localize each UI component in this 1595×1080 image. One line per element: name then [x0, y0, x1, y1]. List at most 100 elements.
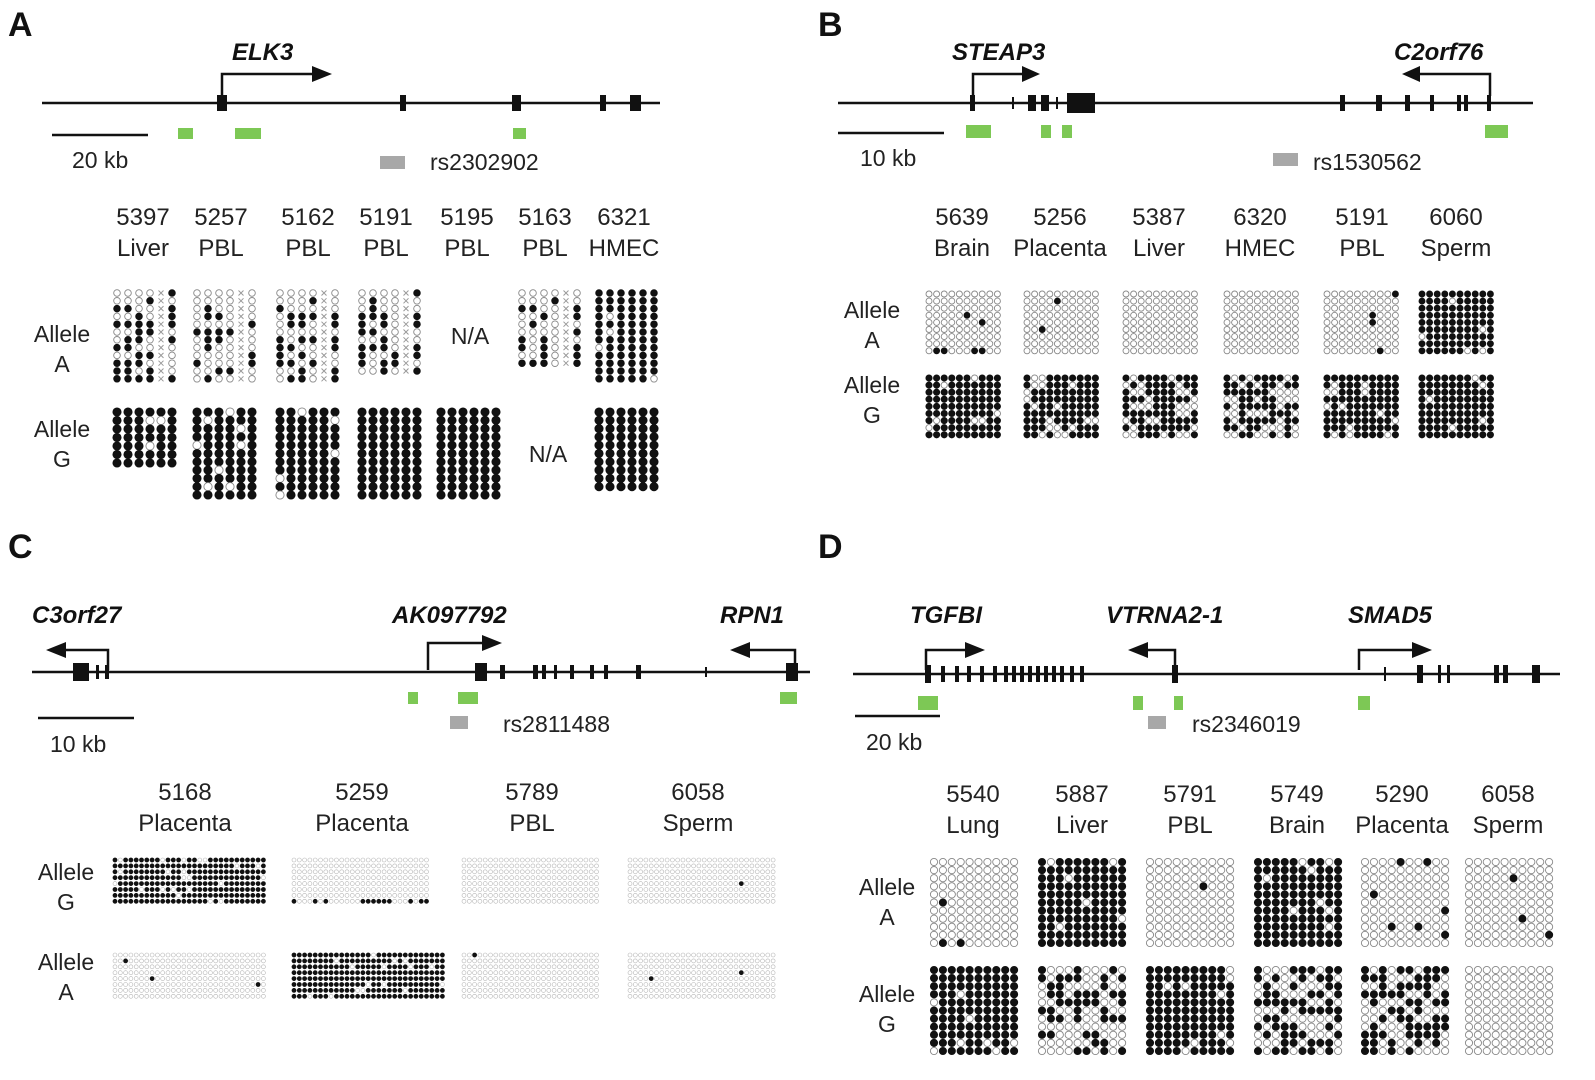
unmethylated-cpg — [213, 964, 218, 970]
unmethylated-cpg — [358, 304, 366, 313]
methylated-cpg — [1055, 906, 1064, 915]
unmethylated-cpg — [466, 893, 472, 898]
unmethylated-cpg — [381, 887, 387, 892]
methylated-cpg — [255, 898, 261, 904]
methylated-cpg — [418, 976, 424, 981]
missing-site — [403, 336, 409, 343]
methylated-cpg — [156, 424, 166, 434]
unmethylated-cpg — [1405, 974, 1414, 983]
methylation-grid — [358, 289, 421, 375]
unmethylated-cpg — [551, 312, 559, 321]
unmethylated-cpg — [578, 988, 583, 993]
methylated-cpg — [223, 869, 229, 875]
unmethylated-cpg — [1482, 930, 1491, 939]
unmethylated-cpg — [296, 869, 302, 875]
methylated-cpg — [1183, 417, 1191, 425]
unmethylated-cpg — [701, 952, 707, 958]
methylated-cpg — [436, 465, 446, 475]
methylated-cpg — [1479, 304, 1487, 312]
missing-site — [238, 305, 244, 312]
unmethylated-cpg — [947, 898, 956, 907]
methylated-cpg — [197, 881, 203, 886]
methylated-cpg — [1448, 402, 1456, 410]
methylated-cpg — [1037, 965, 1047, 975]
methylation-grids-c — [112, 857, 776, 999]
methylated-cpg — [1325, 938, 1334, 948]
unmethylated-cpg — [632, 887, 638, 892]
methylated-cpg — [1441, 311, 1449, 319]
methylated-cpg — [213, 863, 219, 869]
unmethylated-cpg — [1199, 914, 1208, 923]
unmethylated-cpg — [770, 982, 776, 987]
unmethylated-cpg — [155, 988, 160, 993]
methylated-cpg — [160, 869, 166, 875]
methylated-cpg — [1289, 857, 1298, 867]
unmethylated-cpg — [1325, 857, 1334, 867]
methylated-cpg — [1226, 1014, 1235, 1023]
unmethylated-cpg — [113, 328, 121, 336]
methylated-cpg — [1253, 1046, 1263, 1056]
methylated-cpg — [397, 993, 403, 999]
unmethylated-cpg — [248, 328, 256, 336]
unmethylated-cpg — [1175, 333, 1183, 341]
methylated-cpg — [260, 881, 266, 886]
unmethylated-cpg — [504, 958, 509, 964]
methylated-cpg — [168, 312, 176, 321]
unmethylated-cpg — [1046, 290, 1054, 298]
unmethylated-cpg — [1084, 311, 1092, 319]
methylated-cpg — [1217, 1006, 1226, 1015]
unmethylated-cpg — [118, 970, 123, 976]
methylated-cpg — [436, 424, 446, 434]
unmethylated-cpg — [1038, 304, 1046, 312]
methylated-cpg — [1369, 998, 1378, 1007]
methylated-cpg — [1376, 431, 1384, 439]
unmethylated-cpg — [226, 289, 234, 297]
unmethylated-cpg — [1231, 417, 1239, 425]
unmethylated-cpg — [1280, 990, 1289, 999]
methylated-cpg — [1145, 1006, 1155, 1015]
methylated-cpg — [1307, 874, 1316, 883]
unmethylated-cpg — [670, 988, 675, 993]
methylated-cpg — [617, 336, 625, 344]
unmethylated-cpg — [1536, 857, 1545, 867]
unmethylated-cpg — [302, 869, 307, 875]
unmethylated-cpg — [1061, 347, 1069, 355]
unmethylated-cpg — [477, 893, 483, 898]
methylated-cpg — [947, 1022, 956, 1031]
unmethylated-cpg — [728, 976, 734, 981]
unmethylated-cpg — [466, 964, 472, 970]
unmethylated-cpg — [1076, 304, 1084, 312]
unmethylated-cpg — [1038, 374, 1046, 382]
methylated-cpg — [213, 887, 219, 892]
missing-site — [238, 368, 244, 374]
panel-letter-a: A — [8, 6, 33, 44]
unmethylated-cpg — [562, 881, 568, 886]
unmethylated-cpg — [509, 887, 515, 892]
unmethylated-cpg — [124, 351, 132, 360]
methylated-cpg — [1391, 290, 1399, 298]
unmethylated-cpg — [1346, 340, 1354, 348]
unmethylated-cpg — [659, 964, 665, 970]
unmethylated-cpg — [1073, 1022, 1082, 1031]
unmethylated-cpg — [1441, 890, 1450, 899]
methylated-cpg — [286, 482, 296, 492]
methylated-cpg — [1334, 890, 1343, 899]
unmethylated-cpg — [1432, 874, 1441, 883]
methylated-cpg — [214, 457, 224, 467]
methylated-cpg — [1046, 938, 1055, 948]
unmethylated-cpg — [551, 875, 557, 881]
methylated-cpg — [1145, 1046, 1155, 1056]
methylated-cpg — [1361, 409, 1369, 418]
methylated-cpg — [424, 988, 429, 993]
methylated-cpg — [1183, 381, 1191, 389]
methylated-cpg — [650, 343, 658, 352]
methylated-cpg — [1360, 990, 1370, 999]
unmethylated-cpg — [1175, 388, 1183, 396]
methylated-cpg — [397, 970, 403, 976]
exon — [1052, 666, 1056, 682]
unmethylated-cpg — [1046, 318, 1054, 326]
methylated-cpg — [1145, 1014, 1155, 1023]
unmethylated-cpg — [1154, 857, 1163, 867]
unmethylated-cpg — [1378, 906, 1387, 915]
